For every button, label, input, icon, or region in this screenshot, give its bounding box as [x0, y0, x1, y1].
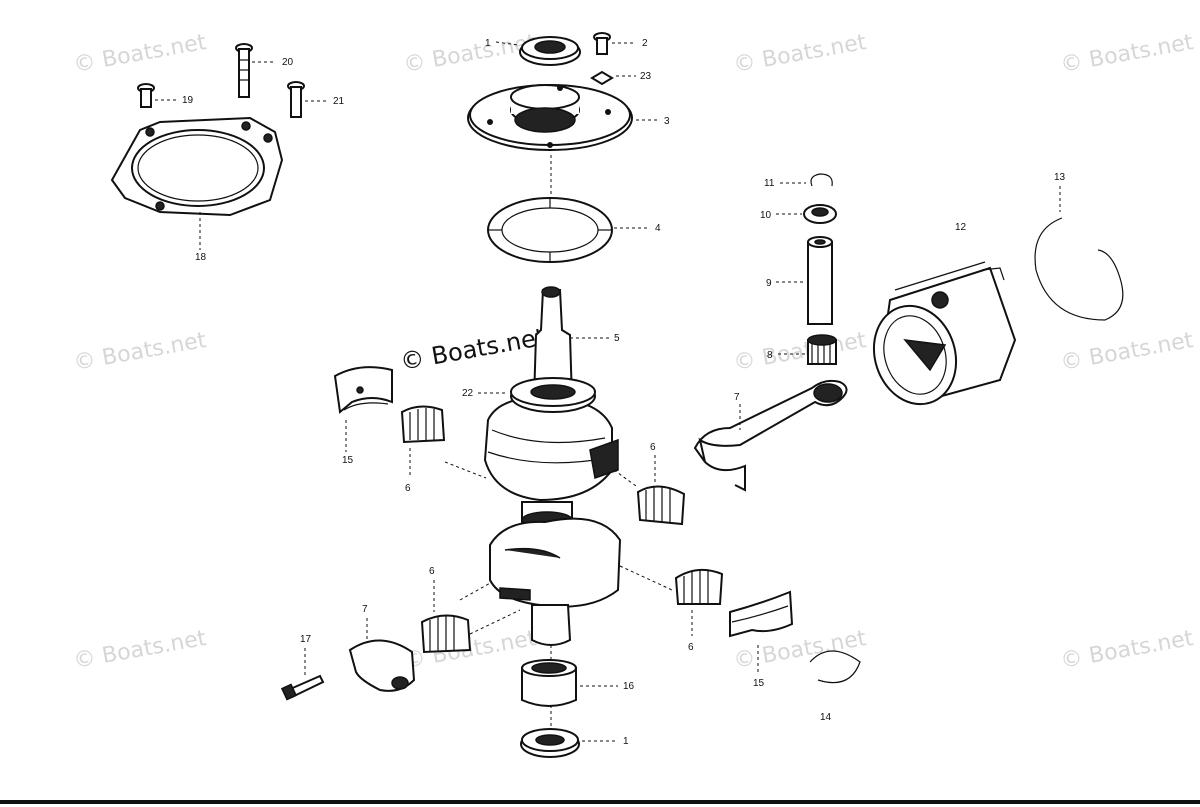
callout-13: 13	[1054, 172, 1066, 183]
callout-4: 4	[655, 223, 661, 234]
callout-6-right: 6	[688, 642, 694, 653]
part-1-bottom-seal[interactable]	[520, 728, 618, 758]
part-14-retaining-ring[interactable]	[809, 650, 861, 684]
callout-19: 19	[182, 95, 194, 106]
part-5-crankshaft[interactable]	[483, 286, 622, 646]
part-7-rod-cap[interactable]	[348, 618, 416, 692]
part-11-retaining-ring[interactable]	[780, 173, 833, 187]
callout-18: 18	[195, 252, 207, 263]
part-4-gasket[interactable]	[487, 197, 650, 263]
callout-11: 11	[764, 178, 775, 189]
watermark-text: © Boats.net	[732, 626, 869, 674]
callout-15-right: 15	[753, 678, 765, 689]
part-7-connecting-rod[interactable]	[693, 379, 848, 492]
callout-17: 17	[300, 634, 312, 645]
part-1-top-seal[interactable]	[495, 36, 581, 66]
watermark-text: © Boats.net	[1059, 626, 1196, 674]
watermark-text: © Boats.net	[1059, 328, 1196, 376]
callout-8: 8	[767, 350, 773, 361]
watermark-text: © Boats.net	[402, 30, 539, 78]
callout-22: 22	[462, 388, 474, 399]
part-15-main-bearing-left[interactable]	[333, 366, 393, 452]
part-10-thrust-washer[interactable]	[776, 204, 837, 224]
part-18-housing-cover[interactable]	[110, 116, 284, 250]
part-15-main-bearing-right[interactable]	[729, 590, 794, 672]
watermark-text: © Boats.net	[732, 30, 869, 78]
callout-1-top: 1	[485, 38, 491, 49]
callout-6-lower: 6	[429, 566, 435, 577]
callout-14: 14	[820, 712, 832, 723]
part-17-bolt[interactable]	[280, 648, 325, 701]
callout-5: 5	[614, 333, 620, 344]
part-20-screw[interactable]	[235, 43, 276, 98]
watermark-text: © Boats.net	[1059, 30, 1196, 78]
callout-23: 23	[640, 71, 652, 82]
part-13-piston-ring[interactable]	[1034, 186, 1124, 321]
callout-3: 3	[664, 116, 670, 127]
part-16-roller-bearing[interactable]	[521, 659, 618, 707]
part-23-lock-washer[interactable]	[590, 70, 636, 86]
part-12-piston[interactable]	[862, 261, 1017, 415]
callout-16: 16	[623, 681, 635, 692]
callout-7-rod: 7	[734, 392, 740, 403]
watermark-main-text: © Boats.net	[398, 323, 547, 376]
part-8-needle-bearing[interactable]	[778, 334, 837, 365]
assembly-guide-lines	[444, 461, 673, 726]
part-6-rod-bearing-left[interactable]	[400, 405, 446, 478]
watermark-text: © Boats.net	[72, 328, 209, 376]
callout-12: 12	[955, 222, 967, 233]
callout-15-left: 15	[342, 455, 354, 466]
part-6-rod-bearing-lower[interactable]	[420, 580, 472, 654]
part-6-rod-bearing-mid[interactable]	[636, 455, 686, 526]
watermark-text: © Boats.net	[732, 328, 869, 376]
part-21-screw[interactable]	[287, 81, 328, 118]
callout-21: 21	[333, 96, 345, 107]
part-22-ball-bearing[interactable]	[478, 377, 596, 413]
bottom-rule	[0, 800, 1200, 804]
watermark-text: © Boats.net	[72, 30, 209, 78]
part-9-piston-pin[interactable]	[776, 236, 833, 325]
callout-2: 2	[642, 38, 648, 49]
callout-6-left: 6	[405, 483, 411, 494]
callout-6-mid: 6	[650, 442, 656, 453]
part-3-bearing-plate[interactable]	[467, 84, 660, 151]
callout-7-cap: 7	[362, 604, 368, 615]
callout-10: 10	[760, 210, 772, 221]
part-19-screw[interactable]	[137, 83, 178, 108]
callout-1-bottom: 1	[623, 736, 629, 747]
watermark-text: © Boats.net	[72, 626, 209, 674]
part-6-rod-bearing-right[interactable]	[674, 568, 724, 636]
callout-20: 20	[282, 57, 294, 68]
part-2-screw[interactable]	[593, 32, 636, 55]
callout-9: 9	[766, 278, 772, 289]
